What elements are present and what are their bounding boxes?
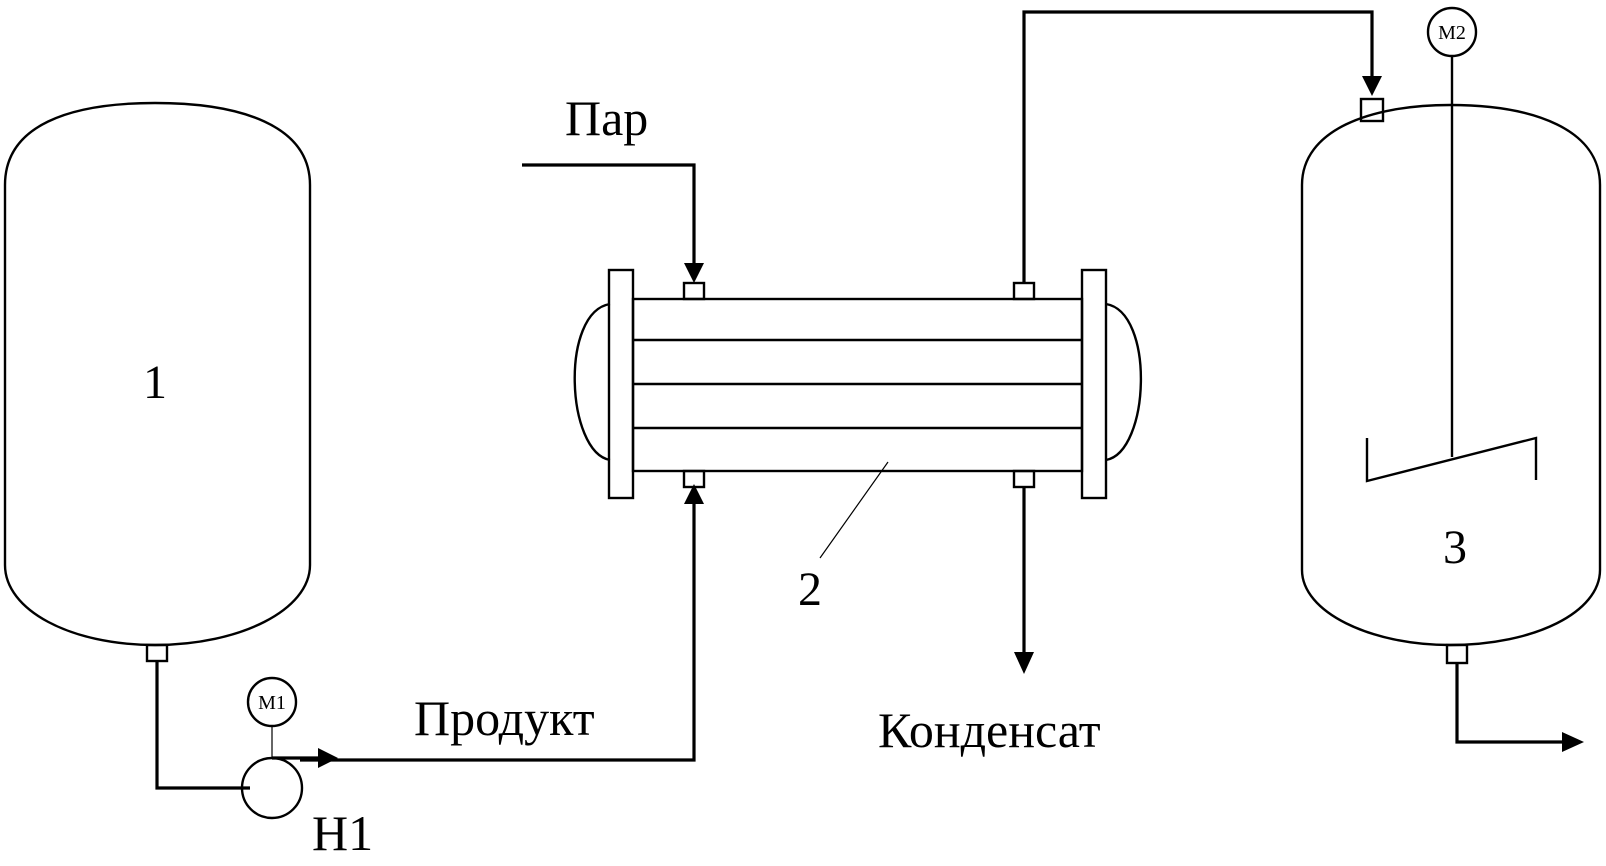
vessel-3-label: 3: [1443, 521, 1467, 574]
heat-exchanger-label: 2: [798, 563, 822, 616]
pump-h1: М1 Н1: [240, 676, 373, 861]
vessel-3-outlet-nozzle: [1445, 643, 1469, 665]
hx-right-flange: [1080, 268, 1108, 500]
pump-h1-label: Н1: [312, 805, 373, 861]
motor-m2-symbol: [1426, 6, 1478, 58]
steam-label: Пар: [565, 90, 648, 146]
hx-condensate-outlet-nozzle: [1012, 469, 1036, 489]
steam-line: Пар: [522, 90, 704, 283]
condensate-label: Конденсат: [878, 702, 1101, 758]
vessel-3-inlet-nozzle: [1359, 97, 1385, 123]
motor-m1-symbol: [246, 676, 298, 728]
vessel-3-inlet-arrow: [1362, 76, 1382, 96]
condensate-outlet-arrow: [1014, 652, 1034, 674]
vessel-1-outlet-nozzle: [145, 643, 169, 663]
vessel-1: 1: [3, 101, 312, 663]
heated-product-line: [1022, 10, 1382, 283]
agitator-blade: [1365, 436, 1538, 483]
heated-product-pipe: [1022, 10, 1374, 283]
vessel-3: М2 3: [1300, 6, 1602, 665]
product-label: Продукт: [414, 690, 595, 746]
vessel-1-body: [3, 101, 312, 647]
steam-inlet-arrow: [684, 263, 704, 283]
condensate-line: Конденсат: [878, 487, 1101, 758]
steam-pipe: [522, 163, 696, 264]
product-inlet-arrow: [684, 484, 704, 504]
hx-product-outlet-nozzle: [1012, 281, 1036, 301]
motor-m1-label: М1: [258, 692, 286, 714]
hx-product-inlet-nozzle: [682, 469, 706, 489]
vessel-1-label: 1: [143, 356, 167, 409]
product-pipe: [300, 503, 696, 762]
vessel-3-outlet-pipe: [1455, 663, 1562, 744]
vessel-3-outlet-arrow: [1562, 732, 1584, 752]
vessel-3-outlet-line: [1455, 663, 1584, 752]
hx-leader-line: [819, 461, 889, 559]
heat-exchanger-2: 2: [573, 268, 1143, 616]
pipe-vessel1-to-pump: [155, 661, 250, 790]
hx-right-head: [1105, 302, 1143, 462]
pump-h1-body: [240, 756, 304, 820]
vessel-3-body: [1300, 103, 1602, 647]
hx-steam-inlet-nozzle: [682, 281, 706, 301]
hx-left-head: [573, 302, 611, 462]
hx-left-flange: [607, 268, 635, 500]
product-flow-arrow: [318, 748, 338, 768]
product-line: Продукт: [272, 484, 704, 768]
motor-m2-label: М2: [1438, 22, 1466, 44]
